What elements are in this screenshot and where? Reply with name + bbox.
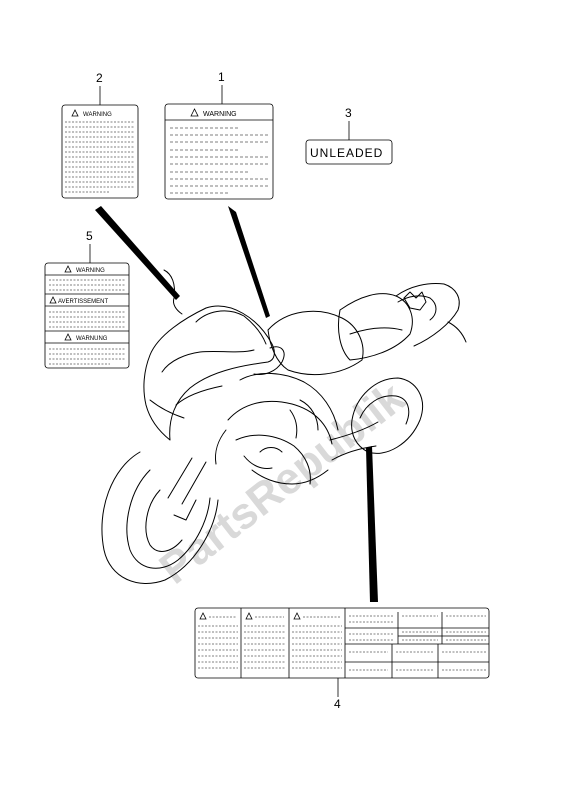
- label-5-warning-heading: WARNING: [76, 268, 105, 274]
- label-1[interactable]: WARNING: [164, 103, 274, 200]
- label-2-warning-heading: WARNING: [83, 112, 112, 118]
- callout-2: 2: [96, 71, 103, 85]
- label-4[interactable]: [194, 607, 490, 679]
- label-3[interactable]: UNLEADED: [305, 139, 393, 165]
- pointer-label-1: [228, 206, 270, 318]
- motorcycle-illustration: [101, 269, 467, 584]
- label-3-unleaded-text: UNLEADED: [310, 146, 383, 160]
- label-5[interactable]: WARNING AVERTISSEMENT WARNUNG: [44, 262, 130, 369]
- pointer-label-4: [366, 446, 378, 602]
- tail-section: [395, 283, 460, 347]
- fuel-tank: [267, 310, 364, 376]
- pointer-label-2: [95, 206, 180, 300]
- label-2[interactable]: WARNING: [61, 104, 139, 199]
- seat: [337, 293, 413, 361]
- label-5-avertissement-heading: AVERTISSEMENT: [58, 299, 108, 305]
- callout-5: 5: [86, 229, 93, 243]
- rear-wheel: [351, 377, 423, 454]
- callout-4: 4: [334, 697, 341, 711]
- label-5-warnung-heading: WARNUNG: [76, 336, 108, 342]
- front-wheel: [101, 451, 219, 584]
- callout-3: 3: [345, 106, 352, 120]
- label-1-warning-heading: WARNING: [203, 111, 237, 118]
- front-fairing: [143, 305, 275, 441]
- callout-1: 1: [218, 70, 225, 84]
